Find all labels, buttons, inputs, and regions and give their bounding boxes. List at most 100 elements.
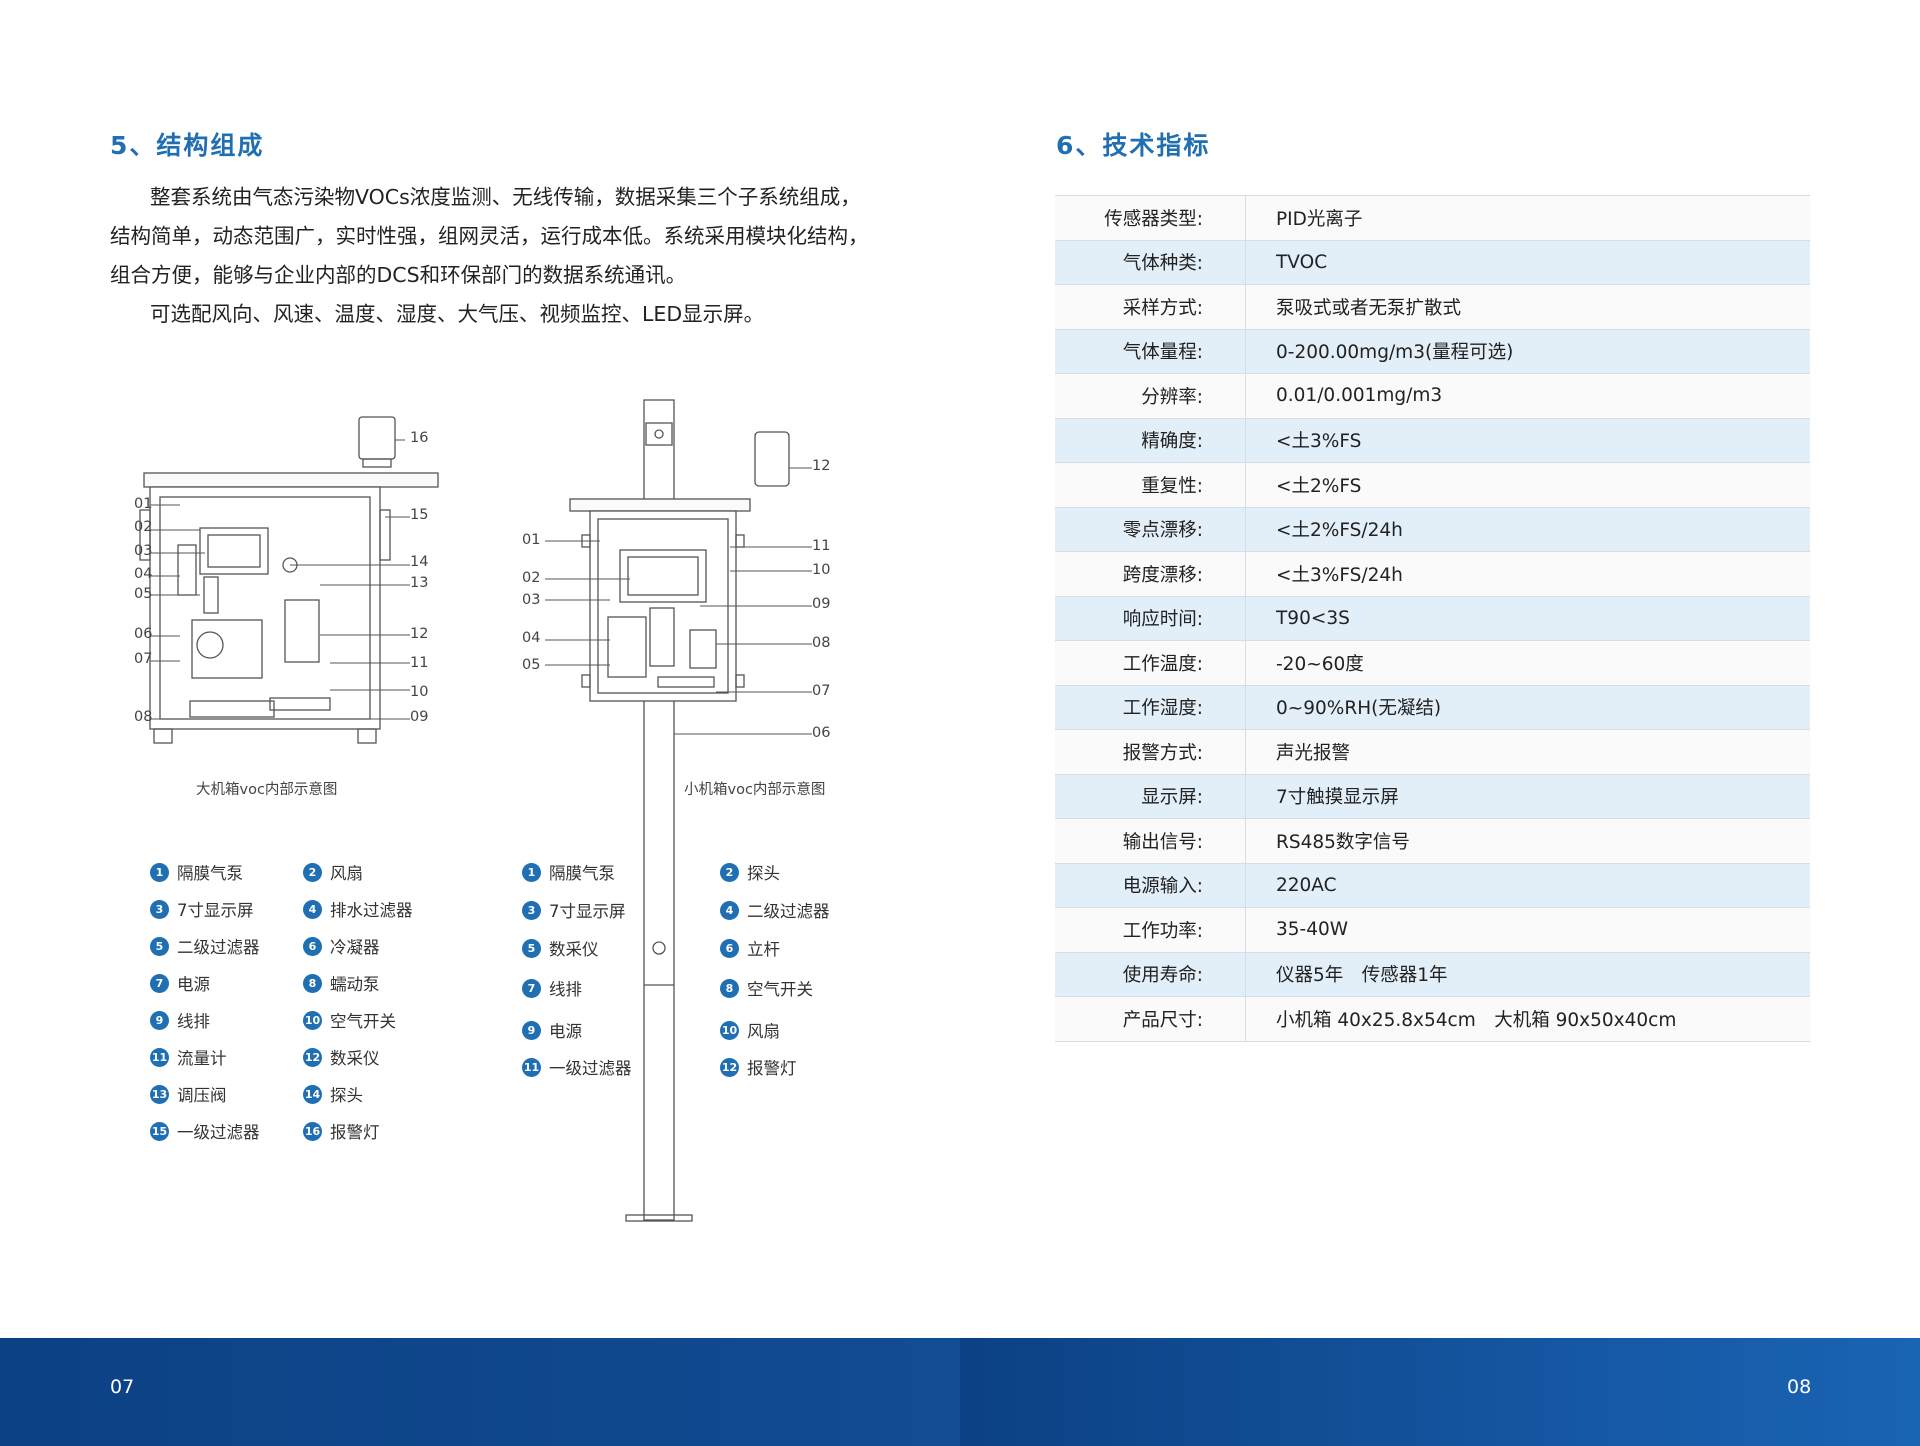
table-row: 精确度:<土3%FS [1055, 418, 1810, 463]
legend-number: 7 [150, 973, 169, 993]
spec-key: 精确度: [1055, 418, 1246, 463]
legend-number: 3 [522, 900, 541, 920]
legend-label: 立杆 [747, 940, 780, 959]
callout: 07 [134, 651, 153, 667]
legend-number: 12 [720, 1057, 739, 1077]
page-number-left: 07 [110, 1376, 135, 1398]
table-row: 传感器类型:PID光离子 [1055, 195, 1810, 241]
legend-label: 二级过滤器 [747, 902, 830, 921]
legend-number: 12 [303, 1047, 322, 1067]
legend-number: 4 [303, 899, 322, 919]
big-cabinet-drawing [139, 416, 439, 744]
legend-number: 11 [522, 1057, 541, 1077]
callout: 08 [134, 709, 153, 725]
spec-key: 输出信号: [1055, 818, 1246, 864]
callout: 15 [410, 507, 429, 523]
legend-label: 线排 [549, 980, 582, 999]
callout: 03 [522, 592, 541, 608]
callout: 05 [134, 586, 153, 602]
legend-number: 10 [720, 1020, 739, 1040]
legend-number: 5 [522, 938, 541, 958]
page-number-right: 08 [1787, 1376, 1812, 1398]
legend-label: 二级过滤器 [177, 938, 260, 957]
spec-key: 使用寿命: [1055, 952, 1246, 997]
legend-label: 流量计 [177, 1049, 227, 1068]
footer-left [0, 1338, 960, 1446]
legend-item: 7 电源 [150, 971, 210, 995]
legend-number: 6 [720, 938, 739, 958]
legend-item: 2 探头 [720, 860, 780, 884]
legend-label: 线排 [177, 1012, 210, 1031]
legend-number: 1 [522, 862, 541, 882]
spec-key: 报警方式: [1055, 729, 1246, 775]
callout: 06 [812, 725, 831, 741]
callout: 01 [134, 496, 153, 512]
callout: 04 [522, 630, 541, 646]
table-row: 气体量程:0-200.00mg/m3(量程可选) [1055, 329, 1810, 374]
spec-key: 零点漂移: [1055, 507, 1246, 552]
legend-label: 7寸显示屏 [177, 901, 254, 920]
spec-value: -20~60度 [1245, 640, 1810, 686]
table-row: 气体种类:TVOC [1055, 240, 1810, 285]
table-row: 工作湿度:0~90%RH(无凝结) [1055, 685, 1810, 730]
legend-label: 空气开关 [747, 980, 813, 999]
legend-label: 探头 [747, 864, 780, 883]
spec-value: 仪器5年 传感器1年 [1245, 952, 1810, 997]
callout: 14 [410, 554, 429, 570]
spec-key: 采样方式: [1055, 284, 1246, 330]
callout: 02 [134, 519, 153, 535]
intro-paragraph-1: 整套系统由气态污染物VOCs浓度监测、无线传输，数据采集三个子系统组成，结构简单… [110, 185, 869, 287]
legend-number: 14 [303, 1084, 322, 1104]
callout: 12 [410, 626, 429, 642]
legend-label: 7寸显示屏 [549, 902, 626, 921]
legend-label: 风扇 [330, 864, 363, 883]
legend-label: 报警灯 [747, 1059, 797, 1078]
spec-value: 0-200.00mg/m3(量程可选) [1245, 329, 1810, 374]
table-row: 电源输入:220AC [1055, 863, 1810, 908]
callout: 12 [812, 458, 831, 474]
callout: 11 [812, 538, 831, 554]
callout: 07 [812, 683, 831, 699]
legend-label: 电源 [549, 1022, 582, 1041]
callout: 03 [134, 543, 153, 559]
spec-key: 分辨率: [1055, 373, 1246, 419]
legend-number: 6 [303, 936, 322, 956]
spec-value: TVOC [1245, 240, 1810, 285]
legend-label: 风扇 [747, 1022, 780, 1041]
table-row: 响应时间:T90<3S [1055, 596, 1810, 641]
legend-label: 报警灯 [330, 1123, 380, 1142]
legend-item: 10 风扇 [720, 1018, 780, 1042]
legend-label: 一级过滤器 [177, 1123, 260, 1142]
spec-value: PID光离子 [1245, 195, 1810, 241]
callout: 06 [134, 626, 153, 642]
legend-number: 2 [303, 862, 322, 882]
legend-label: 电源 [177, 975, 210, 994]
spec-value: 0.01/0.001mg/m3 [1245, 373, 1810, 419]
spec-key: 显示屏: [1055, 774, 1246, 819]
spec-key: 重复性: [1055, 462, 1246, 508]
callout: 16 [410, 430, 429, 446]
callout: 02 [522, 570, 541, 586]
callout: 13 [410, 575, 429, 591]
spec-value: 0~90%RH(无凝结) [1245, 685, 1810, 730]
spec-key: 工作温度: [1055, 640, 1246, 686]
legend-number: 2 [720, 862, 739, 882]
intro-paragraph-2: 可选配风向、风速、温度、湿度、大气压、视频监控、LED显示屏。 [150, 302, 765, 326]
legend-label: 蠕动泵 [330, 975, 380, 994]
spec-table: 传感器类型:PID光离子 气体种类:TVOC 采样方式:泵吸式或者无泵扩散式 气… [1055, 195, 1810, 1042]
legend-label: 探头 [330, 1086, 363, 1105]
table-row: 报警方式:声光报警 [1055, 729, 1810, 775]
